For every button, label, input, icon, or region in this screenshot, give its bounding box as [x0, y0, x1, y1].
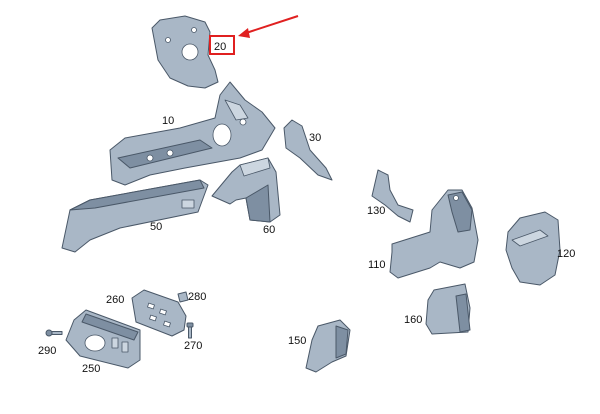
part-50[interactable]: [61, 179, 209, 253]
part-280[interactable]: [177, 291, 189, 303]
callout-160: 160: [404, 314, 422, 326]
part-260[interactable]: [131, 289, 187, 337]
callout-150: 150: [288, 335, 306, 347]
callout-20-highlight[interactable]: 20: [209, 15, 299, 55]
callout-60: 60: [263, 224, 275, 236]
part-20[interactable]: [151, 15, 219, 89]
part-270[interactable]: [186, 322, 194, 339]
callout-280: 280: [188, 291, 206, 303]
part-160[interactable]: [425, 283, 471, 335]
callout-130: 130: [367, 205, 385, 217]
callout-120: 120: [557, 248, 575, 260]
callout-110: 110: [368, 259, 386, 271]
part-150[interactable]: [305, 319, 351, 373]
part-250[interactable]: [65, 309, 141, 369]
part-60[interactable]: [211, 157, 281, 223]
highlight-arrow-line: [245, 15, 299, 34]
callout-270: 270: [184, 340, 202, 352]
part-30[interactable]: [283, 119, 333, 181]
callout-10: 10: [162, 115, 174, 127]
part-110[interactable]: [389, 189, 479, 279]
highlight-arrow-head: [238, 28, 250, 38]
part-130[interactable]: [371, 169, 414, 223]
highlight-box: [209, 35, 235, 55]
callout-290: 290: [38, 345, 56, 357]
callout-260: 260: [106, 294, 124, 306]
callout-20: 20: [214, 41, 226, 53]
part-120[interactable]: [505, 211, 561, 286]
callout-50: 50: [150, 221, 162, 233]
part-10[interactable]: [109, 81, 276, 186]
callout-250: 250: [82, 363, 100, 375]
part-290[interactable]: [45, 329, 63, 337]
callout-30: 30: [309, 132, 321, 144]
